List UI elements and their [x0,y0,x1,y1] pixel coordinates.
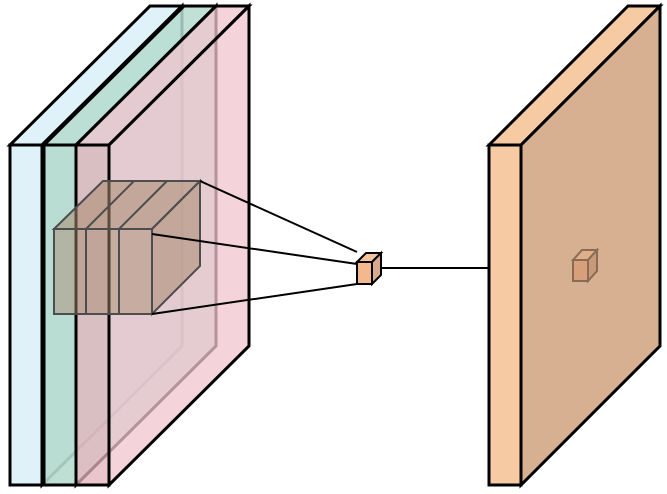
output-neuron [570,247,600,284]
connection-lines [151,180,358,315]
output-feature-map [485,2,664,489]
convolution-neuron [354,250,384,287]
